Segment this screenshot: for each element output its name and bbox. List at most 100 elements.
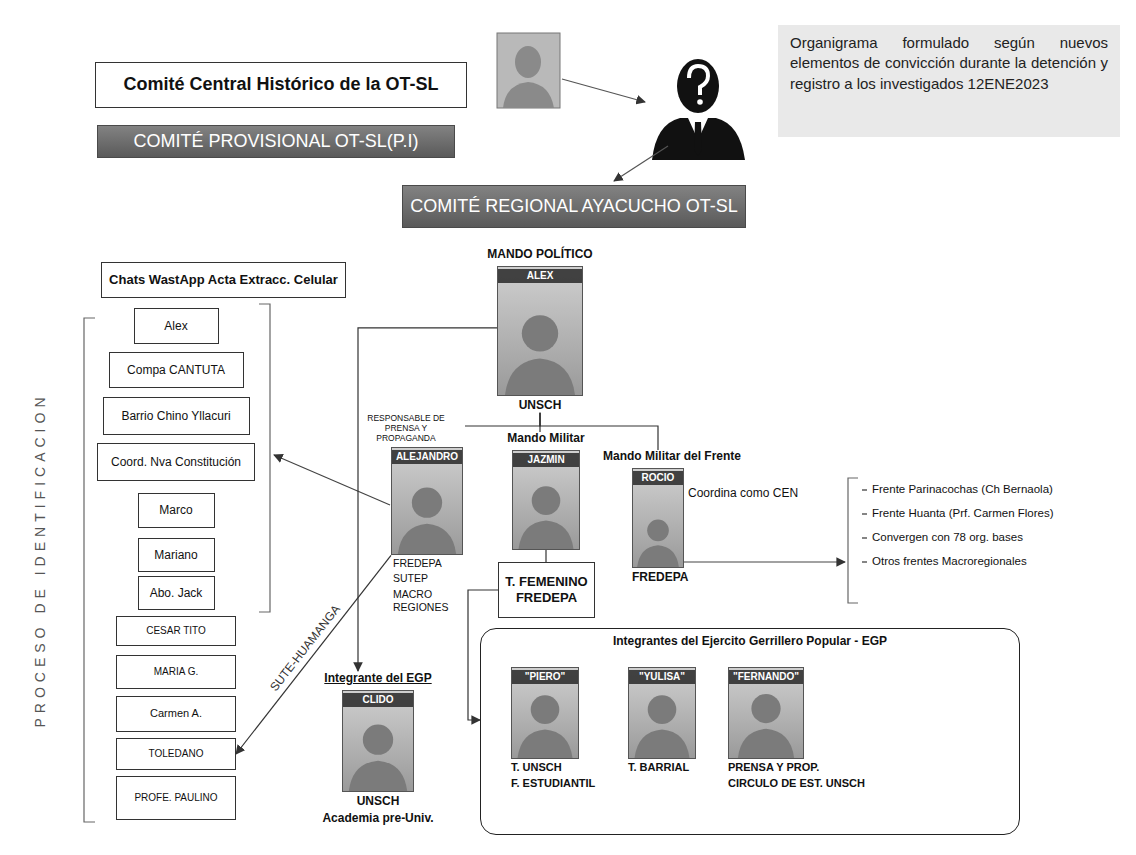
- leader-arrow: [614, 146, 668, 181]
- source-title: Chats WastApp Acta Extracc. Celular: [109, 272, 338, 288]
- list-dashes: [862, 490, 867, 562]
- alias-name: Mariano: [154, 548, 197, 562]
- unit-name: T. FEMENINO FREDEPA: [505, 574, 588, 605]
- member-card: Integrante del EGP CLIDO UNSCH Academia pre…: [322, 672, 434, 826]
- alias-name: Carmen A.: [150, 707, 202, 720]
- member-card: "PIERO" T. UNSCH F. ESTUDIANTIL: [511, 667, 621, 791]
- front-item: Frente Parinacochas (Ch Bernaola): [872, 483, 1053, 495]
- photo-silhouette: [498, 267, 582, 395]
- bracket: [259, 304, 270, 612]
- committee-name: COMITÉ REGIONAL AYACUCHO OT-SL: [410, 196, 738, 217]
- portrait-photo: [497, 33, 560, 108]
- name-box: PROFE. PAULINO: [116, 776, 236, 820]
- alias-label: "PIERO": [512, 670, 578, 684]
- affiliation-text: UNSCH: [480, 398, 600, 413]
- bracket: [848, 478, 858, 603]
- photo-placeholder: JAZMIN: [512, 450, 580, 550]
- note-text: Organigrama formulado según nuevos eleme…: [790, 34, 1108, 92]
- role-heading: MANDO POLÍTICO: [480, 248, 600, 262]
- photo-placeholder: ALEX: [497, 266, 583, 396]
- member-card: Mando MilitarJAZMIN: [500, 432, 592, 550]
- bracket: [84, 318, 95, 822]
- role-heading: Integrante del EGP: [322, 672, 434, 686]
- affiliation-text: FREDEPA: [393, 557, 459, 570]
- name-box: Compa CANTUTA: [109, 352, 244, 388]
- alias-label: CLIDO: [343, 693, 413, 707]
- member-card: "FERNANDO" PRENSA Y PROP. CIRCULO DE EST. …: [728, 667, 908, 791]
- alias-name: Alex: [164, 319, 187, 333]
- alias-label: JAZMIN: [513, 453, 579, 467]
- leader-arrow: [562, 79, 645, 102]
- photo-placeholder: ROCIO: [632, 468, 684, 568]
- alias-name: CESAR TITO: [146, 625, 206, 637]
- name-box: Abo. Jack: [138, 576, 215, 610]
- alias-name: Barrio Chino Yllacuri: [121, 409, 230, 423]
- leader-arrow: [683, 561, 845, 562]
- leader-card: MANDO POLÍTICO ALEX UNSCH: [480, 248, 600, 413]
- alias-name: Compa CANTUTA: [127, 363, 225, 377]
- group-panel: Integrantes del Ejercito Gerrillero Popu…: [480, 628, 1020, 835]
- name-box: Barrio Chino Yllacuri: [103, 397, 250, 435]
- alias-name: Abo. Jack: [150, 586, 203, 600]
- affiliation-text: T. UNSCH: [511, 761, 621, 775]
- front-item: Frente Huanta (Prf. Carmen Flores): [872, 507, 1054, 519]
- alias-label: ALEJANDRO: [392, 450, 462, 464]
- name-box: TOLEDANO: [116, 738, 236, 770]
- connector: [545, 550, 546, 562]
- note-box: Organigrama formulado según nuevos eleme…: [778, 25, 1120, 137]
- connector: [465, 413, 540, 426]
- committee-band: COMITÉ PROVISIONAL OT-SL(P.I): [97, 125, 455, 158]
- name-box: Coord. Nva Constitución: [97, 443, 255, 481]
- affiliation-text: MACRO REGIONES: [393, 588, 459, 614]
- affiliation-text: F. ESTUDIANTIL: [511, 777, 621, 791]
- photo-placeholder: "PIERO": [511, 667, 579, 759]
- name-box: Alex: [134, 308, 219, 344]
- role-heading: RESPONSABLE DE PRENSA Y PROPAGANDA: [367, 414, 445, 443]
- member-card: RESPONSABLE DE PRENSA Y PROPAGANDA ALEJAN…: [365, 414, 465, 614]
- front-item: Otros frentes Macroregionales: [872, 555, 1027, 567]
- photo-placeholder: ALEJANDRO: [391, 447, 463, 555]
- photo-placeholder: "FERNANDO": [728, 667, 804, 759]
- name-box: MARIA G.: [116, 655, 236, 689]
- committee-name: Comité Central Histórico de la OT-SL: [123, 74, 438, 96]
- name-box: Mariano: [138, 538, 215, 572]
- affiliation-text: PRENSA Y PROP.: [728, 761, 908, 775]
- role-heading: Mando Militar del Frente: [603, 450, 763, 464]
- alias-label: "YULISA": [629, 670, 695, 684]
- affiliation-text: Academia pre-Univ.: [322, 811, 434, 826]
- alias-name: Marco: [159, 503, 192, 517]
- alias-name: MARIA G.: [154, 666, 198, 678]
- alias-name: Coord. Nva Constitución: [111, 455, 241, 469]
- affiliation-text: SUTEP: [393, 572, 459, 585]
- side-label: PROCESO DE IDENTIFICACION: [32, 392, 48, 727]
- alias-label: "FERNANDO": [729, 670, 803, 684]
- alias-label: ROCIO: [633, 471, 683, 485]
- front-item: Convergen con 78 org. bases: [872, 531, 1023, 543]
- member-card: Mando Militar del FrenteROCIO FREDEPA: [603, 450, 763, 585]
- unit-box: T. FEMENINO FREDEPA: [498, 562, 595, 618]
- name-box: CESAR TITO: [116, 616, 236, 646]
- source-box: Chats WastApp Acta Extracc. Celular: [101, 262, 346, 298]
- photo-placeholder: "YULISA": [628, 667, 696, 759]
- alias-name: PROFE. PAULINO: [134, 792, 217, 804]
- alias-name: TOLEDANO: [149, 748, 204, 760]
- unknown-person-icon: [652, 59, 745, 160]
- affiliation-text: T. BARRIAL: [628, 761, 723, 775]
- name-box: Carmen A.: [116, 696, 236, 732]
- committee-name: COMITÉ PROVISIONAL OT-SL(P.I): [133, 131, 418, 152]
- committee-band: COMITÉ REGIONAL AYACUCHO OT-SL: [402, 185, 746, 228]
- relation-label: Coordina como CEN: [688, 486, 798, 500]
- group-heading: Integrantes del Ejercito Gerrillero Popu…: [481, 629, 1019, 648]
- photo-placeholder: CLIDO: [342, 690, 414, 792]
- leader-arrow: [274, 455, 390, 505]
- role-heading: Mando Militar: [500, 432, 592, 446]
- member-card: "YULISA" T. BARRIAL: [628, 667, 723, 775]
- name-box: Marco: [138, 493, 215, 528]
- connector: [358, 328, 497, 671]
- affiliation-text: CIRCULO DE EST. UNSCH: [728, 777, 908, 791]
- affiliation-text: UNSCH: [322, 794, 434, 809]
- committee-box: Comité Central Histórico de la OT-SL: [95, 62, 467, 108]
- alias-label: ALEX: [498, 269, 582, 283]
- affiliation-text: FREDEPA: [632, 570, 763, 585]
